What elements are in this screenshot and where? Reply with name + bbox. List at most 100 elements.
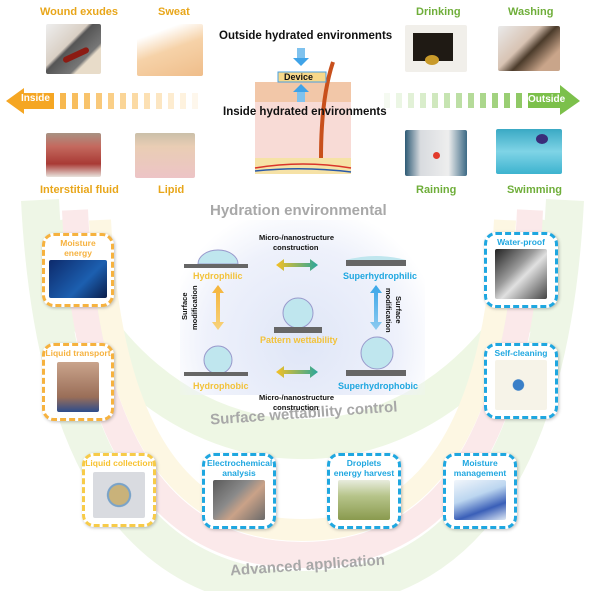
label-washing: Washing xyxy=(508,6,554,18)
hair xyxy=(319,61,335,159)
card-title: Droplets energy harvest xyxy=(333,458,395,478)
inside-dash xyxy=(72,93,78,109)
outside-dash xyxy=(468,93,474,108)
card-image xyxy=(49,260,107,298)
label-hydrophilic: Hydrophilic xyxy=(193,271,243,281)
inside-dash xyxy=(180,93,186,109)
outside-dash xyxy=(384,93,390,108)
card-image xyxy=(454,480,506,520)
label-surface-mod-left-2: modification xyxy=(190,285,199,330)
card-image xyxy=(93,472,145,518)
label-drinking: Drinking xyxy=(416,6,461,18)
arrow-surface-left xyxy=(212,285,224,330)
droplet-superhydrophilic xyxy=(346,256,406,260)
inside-hydrated-title: Inside hydrated environments xyxy=(223,106,387,118)
label-micro-top-2: construction xyxy=(273,243,319,252)
card-liquid-collection[interactable]: Liquid collection xyxy=(82,453,156,527)
arrow-micro-top xyxy=(276,259,318,271)
card-water-proof[interactable]: Water-proof xyxy=(484,232,558,308)
up-arrow xyxy=(297,92,305,102)
inside-dash xyxy=(144,93,150,109)
card-droplets-energy[interactable]: Droplets energy harvest xyxy=(327,453,401,529)
inside-dash xyxy=(120,93,126,109)
inside-arrow-label: Inside xyxy=(21,93,50,104)
label-lipid: Lipid xyxy=(158,184,185,196)
surface-hydrophobic xyxy=(184,372,248,376)
outside-dash xyxy=(432,93,438,108)
label-hydrophobic: Hydrophobic xyxy=(193,381,249,391)
skin-dermis xyxy=(255,102,351,166)
outside-dash xyxy=(444,93,450,108)
inside-arrowhead xyxy=(6,88,54,114)
ring-title-hydration: Hydration environmental xyxy=(210,202,387,219)
blood-vessel-blue xyxy=(254,168,352,173)
outside-dash xyxy=(492,93,498,108)
photo-swimming xyxy=(496,129,562,174)
surface-superhydrophilic xyxy=(346,260,406,266)
outside-dash xyxy=(504,93,510,108)
photo-drinking xyxy=(405,25,467,72)
inside-dash xyxy=(192,93,198,109)
down-arrow xyxy=(297,48,305,58)
label-pattern: Pattern wettability xyxy=(260,335,338,345)
outside-dash xyxy=(408,93,414,108)
inside-arrow xyxy=(6,88,198,114)
label-swimming: Swimming xyxy=(507,184,563,196)
outside-dash xyxy=(420,93,426,108)
skin-diagram xyxy=(254,48,352,174)
device-label: Device xyxy=(284,72,314,82)
label-superhydrophilic: Superhydrophilic xyxy=(343,271,418,281)
inside-dashes xyxy=(60,93,198,109)
label-surface-mod-right-1: Surface xyxy=(394,296,403,324)
card-title: Water-proof xyxy=(497,237,545,247)
label-micro-bottom-2: construction xyxy=(273,403,319,412)
droplet-superhydrophobic xyxy=(360,336,394,370)
device-rect xyxy=(277,71,327,83)
blood-vessel-red xyxy=(254,163,352,169)
label-raining: Raining xyxy=(416,184,457,196)
card-moisture-energy[interactable]: Moisture energy harvest xyxy=(42,233,114,307)
outside-arrowhead xyxy=(528,85,580,115)
wettability-graphics xyxy=(184,249,406,378)
card-title: Self-cleaning xyxy=(494,348,548,358)
label-micro-bottom-1: Micro-/nanostructure xyxy=(259,393,335,402)
card-self-cleaning[interactable]: Self-cleaning xyxy=(484,343,558,419)
card-image xyxy=(57,362,99,412)
inside-dash xyxy=(60,93,66,109)
label-wound-exudes: Wound exudes xyxy=(40,6,119,18)
card-electrochemical[interactable]: Electrochemical analysis xyxy=(202,453,276,529)
inside-dash xyxy=(96,93,102,109)
down-arrowhead xyxy=(293,58,309,66)
inside-dash xyxy=(108,93,114,109)
card-liquid-transport[interactable]: Liquid transport xyxy=(42,343,114,421)
label-interstitial-fluid: Interstitial fluid xyxy=(40,184,119,196)
label-superhydrophobic: Superhydrophobic xyxy=(338,381,419,391)
card-title: Liquid transport xyxy=(45,348,111,358)
label-surface-mod-left-1: Surface xyxy=(180,292,189,320)
droplet-hydrophobic xyxy=(203,345,233,375)
card-moisture-management[interactable]: Moisture management xyxy=(443,453,517,529)
outside-arrow xyxy=(384,85,580,115)
photo-sweat xyxy=(137,24,203,76)
photo-interstitial xyxy=(46,133,101,177)
inside-dash xyxy=(168,93,174,109)
card-image xyxy=(495,360,547,410)
card-title: Liquid collection xyxy=(85,458,153,468)
surface-hydrophilic xyxy=(184,264,248,268)
outside-dash xyxy=(396,93,402,108)
surface-pattern xyxy=(274,327,322,333)
outside-dash xyxy=(480,93,486,108)
arc-yellow xyxy=(89,219,516,542)
photo-raining xyxy=(405,130,467,176)
arrow-micro-bottom xyxy=(276,366,318,378)
card-image xyxy=(495,249,547,299)
outside-dash xyxy=(456,93,462,108)
card-title: Electrochemical analysis xyxy=(207,458,273,478)
outside-dash xyxy=(516,93,522,108)
card-title: Moisture management xyxy=(453,458,507,478)
card-image xyxy=(338,480,390,520)
inside-dash xyxy=(84,93,90,109)
card-image xyxy=(213,480,265,520)
label-sweat: Sweat xyxy=(158,6,190,18)
outside-dashes xyxy=(384,93,522,108)
